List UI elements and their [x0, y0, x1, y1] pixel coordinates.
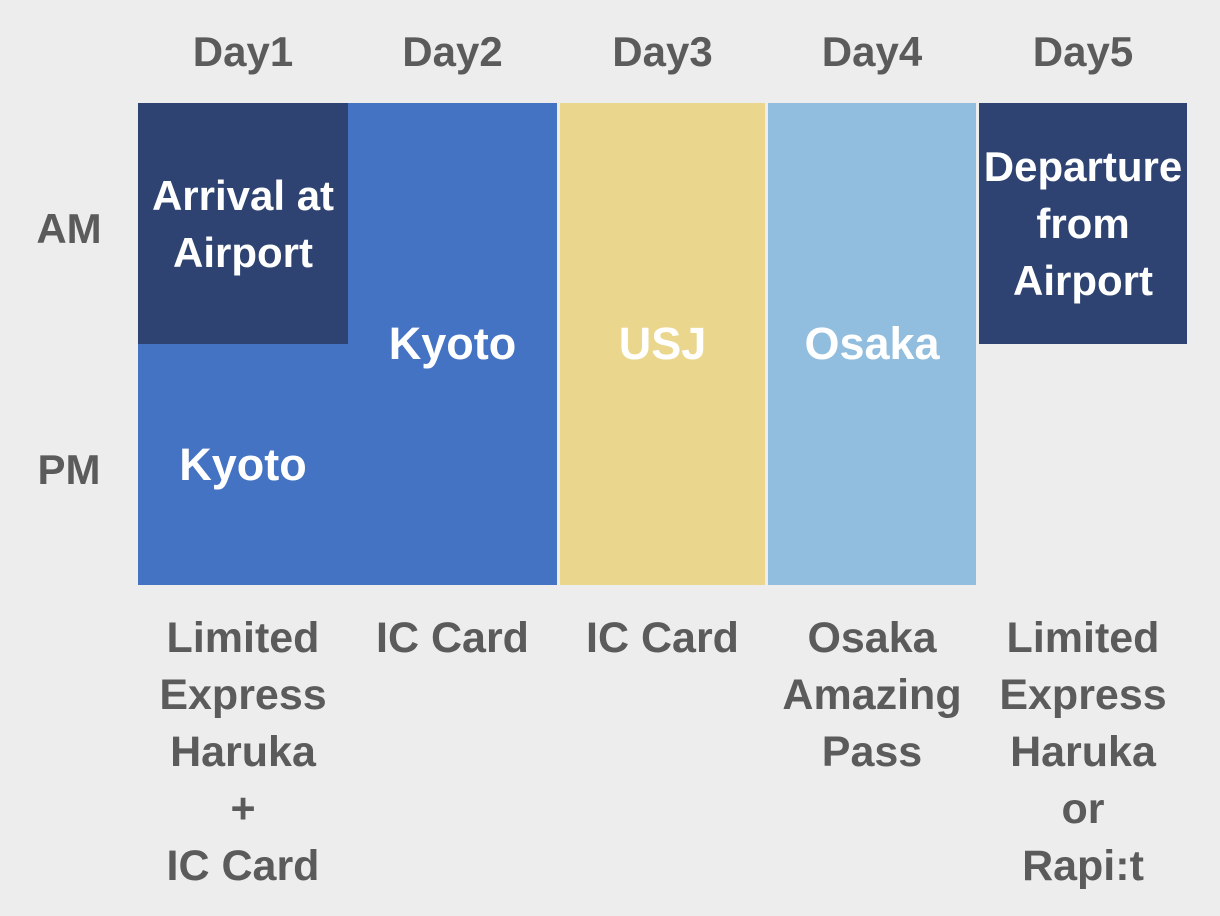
day3-cell-usj: USJ: [560, 103, 765, 585]
day1-transport-label: Limited Express Haruka + IC Card: [159, 614, 327, 890]
day1-pm-cell-kyoto: Kyoto: [138, 344, 348, 585]
day3-header: Day3: [612, 27, 713, 75]
day4-header: Day4: [821, 27, 923, 75]
day5-am-cell-departure-from-airport: Departure from Airport: [979, 103, 1187, 344]
day2-transport-label: IC Card: [376, 614, 529, 662]
day3-transport-label: IC Card: [586, 614, 739, 662]
pm-row-label: PM: [37, 445, 101, 493]
day4-transport-label: Osaka Amazing Pass: [782, 614, 962, 776]
day5-header: Day5: [1032, 27, 1134, 75]
day1-header: Day1: [192, 27, 294, 75]
day1-am-cell-arrival-at-airport: Arrival at Airport: [138, 103, 348, 344]
day4-cell-osaka: Osaka: [768, 103, 976, 585]
day5-transport-label: Limited Express Haruka or Rapi:t: [999, 614, 1167, 890]
day2-cell-kyoto: Kyoto: [348, 103, 557, 585]
am-row-label: AM: [36, 204, 102, 252]
day2-header: Day2: [402, 27, 503, 75]
